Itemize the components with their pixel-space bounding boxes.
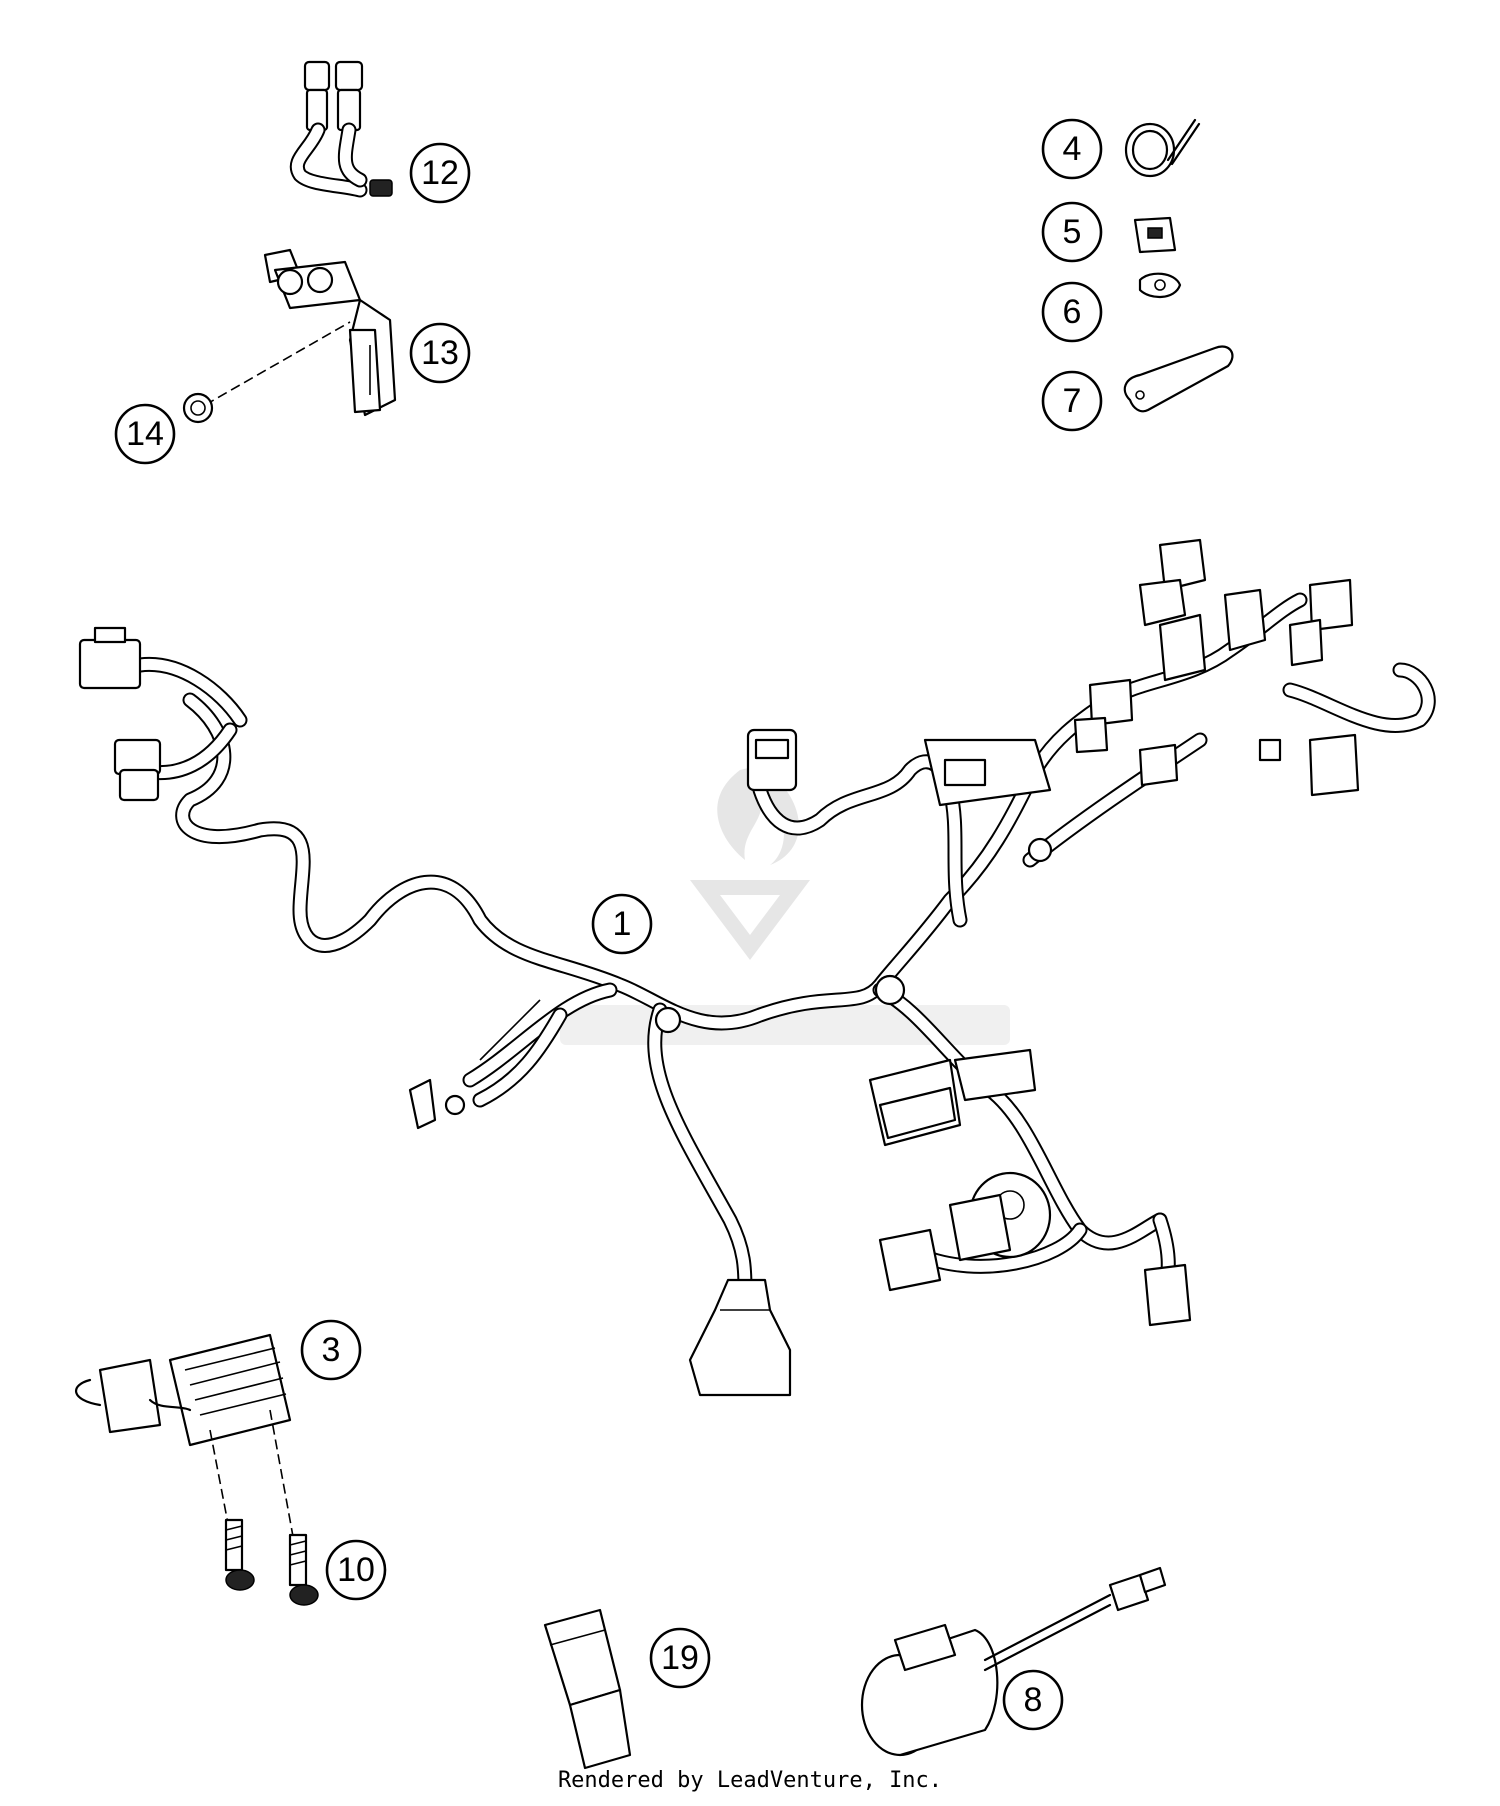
- part-14-leader: [204, 321, 351, 406]
- svg-text:13: 13: [421, 334, 459, 372]
- svg-text:12: 12: [421, 154, 459, 192]
- callout-14: 14: [114, 403, 176, 465]
- part-14-screw: [182, 392, 214, 424]
- callout-6: 6: [1041, 281, 1103, 343]
- part-3-voltage-regulator: [74, 1333, 292, 1447]
- part-6-clip: [1138, 272, 1182, 298]
- part-8-horn: [860, 1566, 1167, 1757]
- part-19-relay: [543, 1608, 632, 1770]
- svg-text:1: 1: [613, 905, 632, 943]
- callout-7: 7: [1041, 370, 1103, 432]
- svg-text:4: 4: [1063, 130, 1082, 168]
- part-4-cable-tie: [1124, 118, 1201, 178]
- part-10-bolts: [224, 1518, 319, 1606]
- svg-text:10: 10: [337, 1551, 375, 1589]
- callout-19: 19: [649, 1627, 711, 1689]
- part-13-holder: [263, 248, 397, 417]
- svg-text:7: 7: [1063, 382, 1082, 420]
- part-12-cable-set: [289, 60, 393, 198]
- part-7-strap: [1123, 345, 1234, 413]
- svg-text:19: 19: [661, 1639, 699, 1677]
- svg-text:14: 14: [126, 415, 164, 453]
- callout-4: 4: [1041, 118, 1103, 180]
- callout-5: 5: [1041, 201, 1103, 263]
- callout-8: 8: [1002, 1669, 1064, 1731]
- main-wiring-harness: [78, 538, 1436, 1397]
- callout-10: 10: [325, 1539, 387, 1601]
- svg-text:8: 8: [1024, 1681, 1043, 1719]
- callout-3: 3: [300, 1319, 362, 1381]
- callout-12: 12: [409, 142, 471, 204]
- svg-text:6: 6: [1063, 293, 1082, 331]
- render-credit: Rendered by LeadVenture, Inc.: [557, 1768, 943, 1793]
- callout-13: 13: [409, 322, 471, 384]
- svg-text:5: 5: [1063, 213, 1082, 251]
- part-5-clip: [1133, 216, 1177, 254]
- callout-1: 1: [591, 893, 653, 955]
- svg-text:3: 3: [322, 1331, 341, 1369]
